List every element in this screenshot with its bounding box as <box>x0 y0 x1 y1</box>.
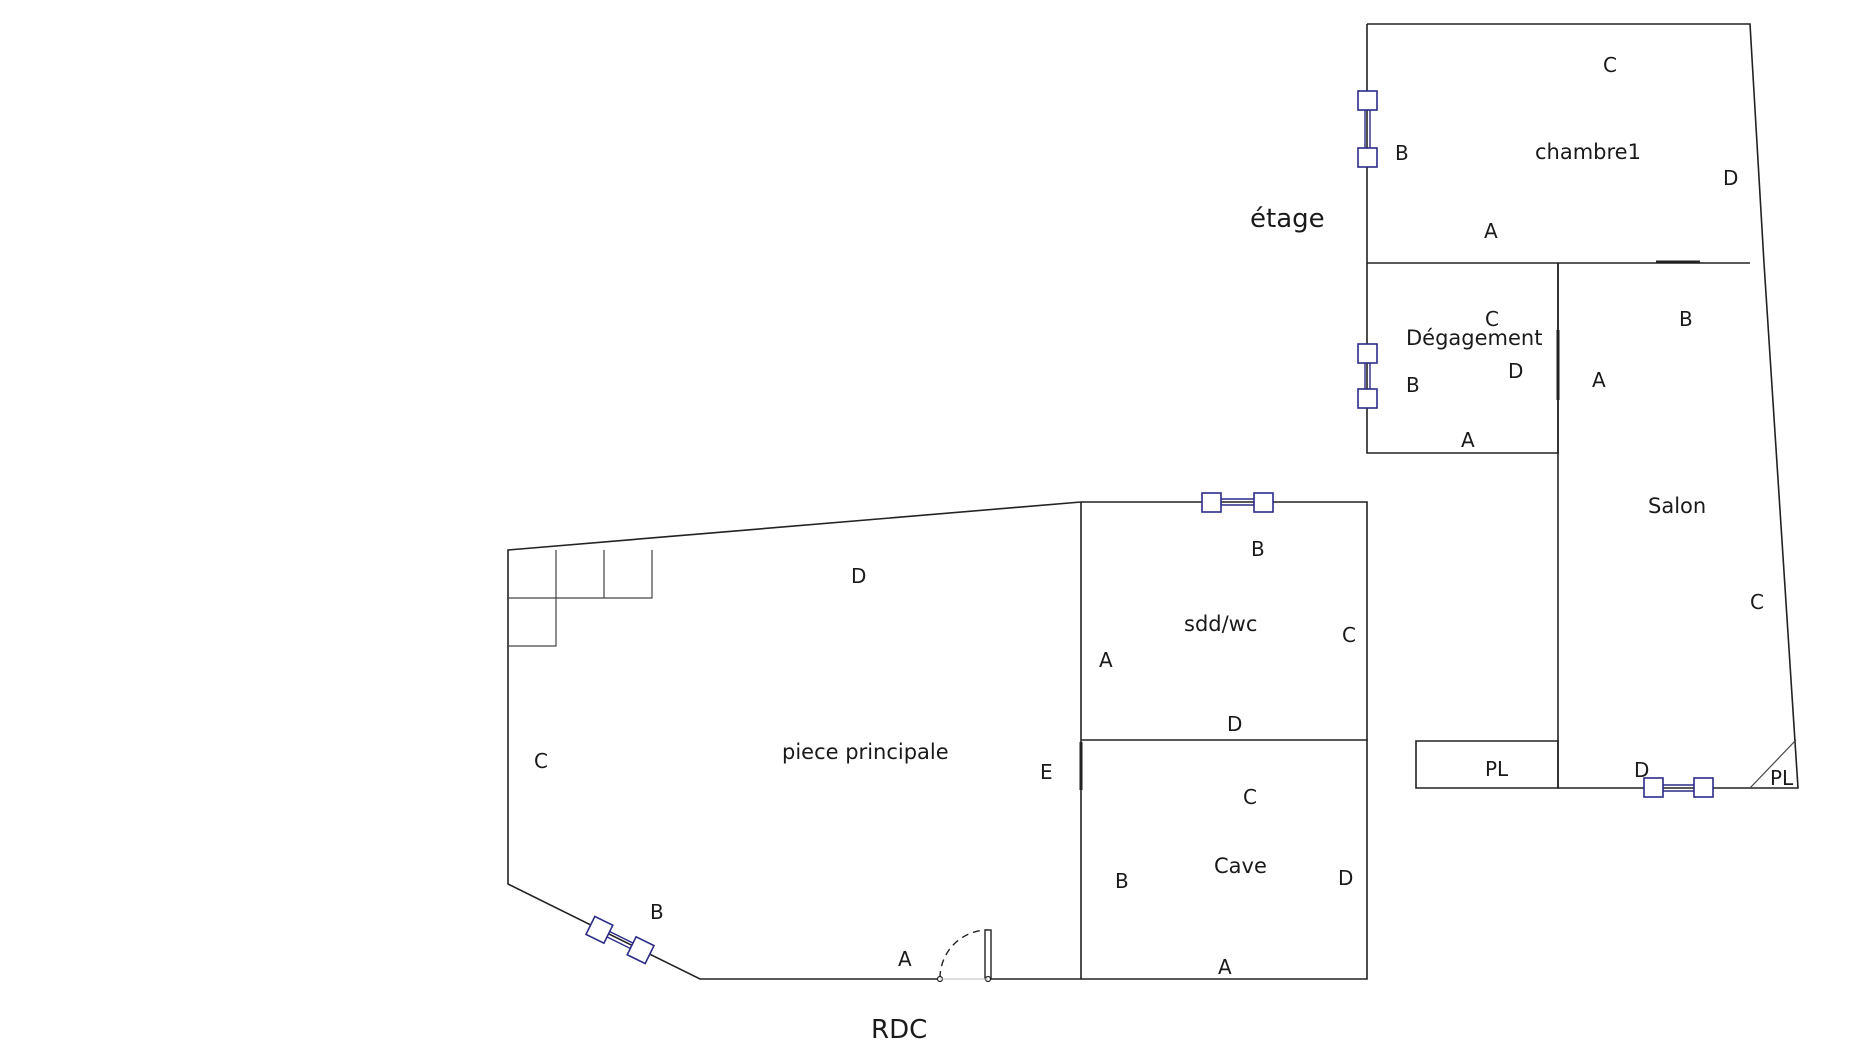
room-name-degagement: Dégagement <box>1406 326 1542 350</box>
ground-floor-plan: RDC piece principale A B C D E sdd/wc A … <box>507 492 1368 1045</box>
wall-label-piece-principale-d: D <box>851 564 866 588</box>
window <box>1357 90 1378 168</box>
placard-1-outline <box>1415 740 1559 789</box>
sdd-wc-walls <box>1081 501 1368 741</box>
wall-label-chambre1-b: B <box>1395 141 1409 165</box>
wall-label-sdd-wc-b: B <box>1251 537 1265 561</box>
upper-floor-plan: étage chambre1 A B C D Dégagement A B C … <box>1250 23 1799 798</box>
wall-label-salon-d: D <box>1634 758 1649 782</box>
wall-label-piece-principale-c: C <box>534 749 548 773</box>
wall-label-sdd-wc-d: D <box>1227 712 1242 736</box>
wall-label-salon-b: B <box>1679 307 1693 331</box>
level-label-ground: RDC <box>871 1015 927 1045</box>
room-name-chambre1: chambre1 <box>1535 140 1641 164</box>
wall-label-piece-principale-a: A <box>898 947 912 971</box>
room-name-sdd-wc: sdd/wc <box>1184 612 1257 636</box>
wall-label-chambre1-a: A <box>1484 219 1498 243</box>
wall-label-salon-c: C <box>1750 590 1764 614</box>
placard-label: PL <box>1770 766 1794 790</box>
wall-label-degagement-d: D <box>1508 359 1523 383</box>
wall-label-piece-principale-e: E <box>1040 760 1053 784</box>
wall-label-degagement-a: A <box>1461 428 1475 452</box>
wall-label-cave-d: D <box>1338 866 1353 890</box>
wall-label-cave-a: A <box>1218 955 1232 979</box>
window <box>1357 343 1378 409</box>
room-name-salon: Salon <box>1648 494 1706 518</box>
degagement-walls <box>1366 263 1559 454</box>
wall-label-piece-principale-b: B <box>650 900 664 924</box>
storage-units <box>508 550 653 647</box>
wall-label-chambre1-d: D <box>1723 166 1738 190</box>
door <box>936 929 992 983</box>
placard-label: PL <box>1485 757 1509 781</box>
wall-label-cave-c: C <box>1243 785 1257 809</box>
wall-label-degagement-c: C <box>1485 307 1499 331</box>
salon-walls <box>1557 262 1799 789</box>
level-label-upper: étage <box>1250 204 1325 234</box>
cave-walls <box>1081 740 1368 980</box>
wall-label-sdd-wc-a: A <box>1099 648 1113 672</box>
wall-label-salon-a: A <box>1592 368 1606 392</box>
wall-label-sdd-wc-c: C <box>1342 623 1356 647</box>
room-name-piece-principale: piece principale <box>782 740 949 764</box>
window <box>1201 492 1274 513</box>
window <box>1643 777 1714 798</box>
wall-label-degagement-b: B <box>1406 373 1420 397</box>
placard-2-outline <box>1749 739 1797 789</box>
wall-label-cave-b: B <box>1115 869 1129 893</box>
window <box>584 915 656 965</box>
wall-label-chambre1-c: C <box>1603 53 1617 77</box>
room-name-cave: Cave <box>1214 854 1267 878</box>
